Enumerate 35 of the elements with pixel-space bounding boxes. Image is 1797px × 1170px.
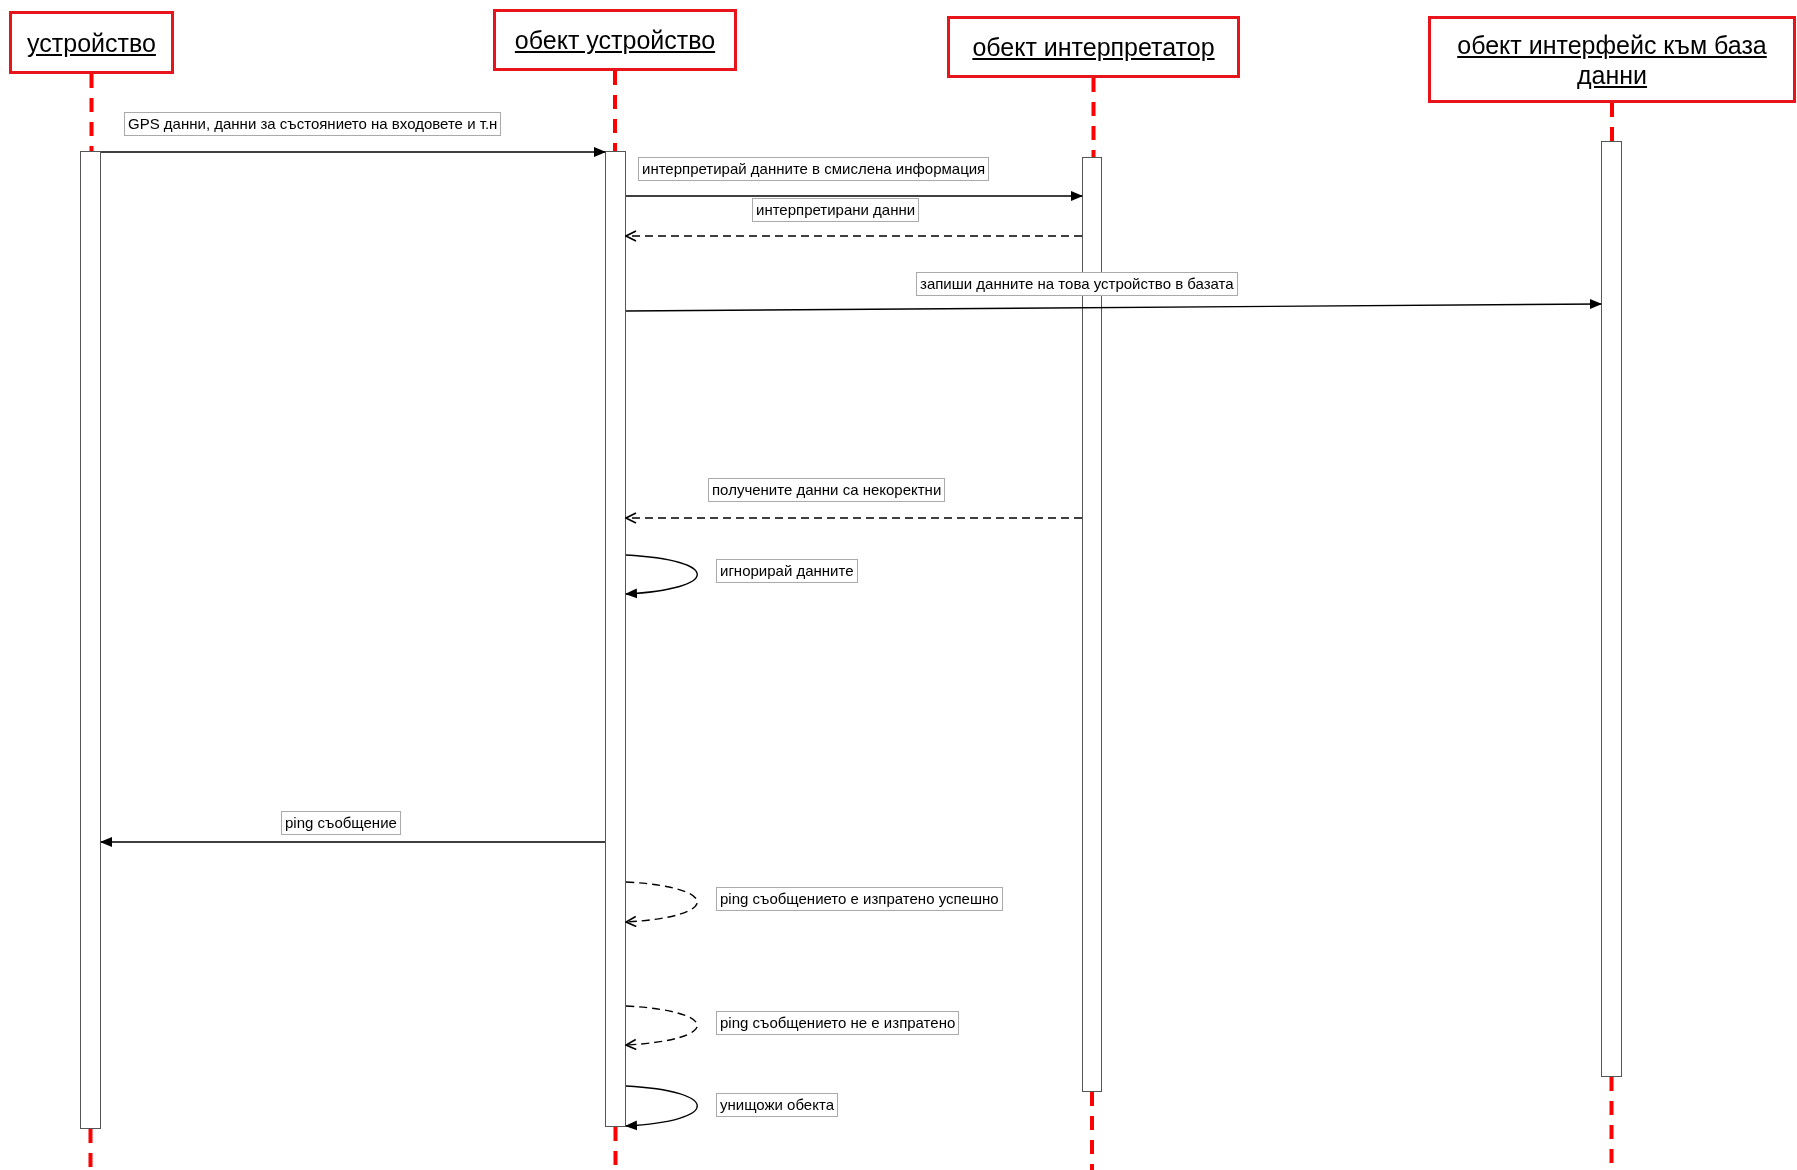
return-message-arrow <box>625 1005 698 1050</box>
message-arrow <box>625 191 1083 201</box>
participant-name: устройство <box>26 27 157 58</box>
participant-name: обект интерфейс към база данни <box>1456 29 1768 90</box>
lifeline <box>89 74 94 151</box>
participant-name: обект устройство <box>513 25 717 55</box>
lifeline <box>1091 78 1096 157</box>
participant-box <box>493 9 737 71</box>
message-label: ping съобщението не е изпратено <box>716 1011 960 1035</box>
activation-bar <box>1601 141 1622 1077</box>
activation-bar <box>605 151 626 1127</box>
return-message-arrow <box>625 230 1083 242</box>
message-label: игнорирай данните <box>716 559 858 583</box>
message-arrow <box>625 554 698 599</box>
participant-name: обект интерпретатор <box>971 32 1216 62</box>
message-label: получените данни са некоректни <box>708 478 946 502</box>
participant-box <box>9 11 174 74</box>
message-label: GPS данни, данни за състоянието на входовете и т.н <box>124 112 502 136</box>
message-arrow <box>625 299 1602 312</box>
message-arrow <box>625 1085 698 1131</box>
activation-bar <box>80 151 101 1129</box>
message-arrow <box>100 837 606 847</box>
lifeline <box>1610 103 1614 141</box>
return-message-arrow <box>625 512 1083 524</box>
message-label: унищожи обекта <box>716 1093 838 1117</box>
participant-box <box>947 16 1240 78</box>
message-label: интерпретирани данни <box>752 198 920 222</box>
lifeline <box>613 71 617 151</box>
message-label: запиши данните на това устройство в базата <box>916 272 1238 296</box>
return-message-arrow <box>625 881 698 927</box>
message-label: ping съобщението е изпратено успешно <box>716 887 1003 911</box>
participant-box <box>1428 16 1796 103</box>
message-label: ping съобщение <box>281 811 401 835</box>
message-arrow <box>100 147 606 157</box>
message-label: интерпретирай данните в смислена информация <box>638 157 990 181</box>
